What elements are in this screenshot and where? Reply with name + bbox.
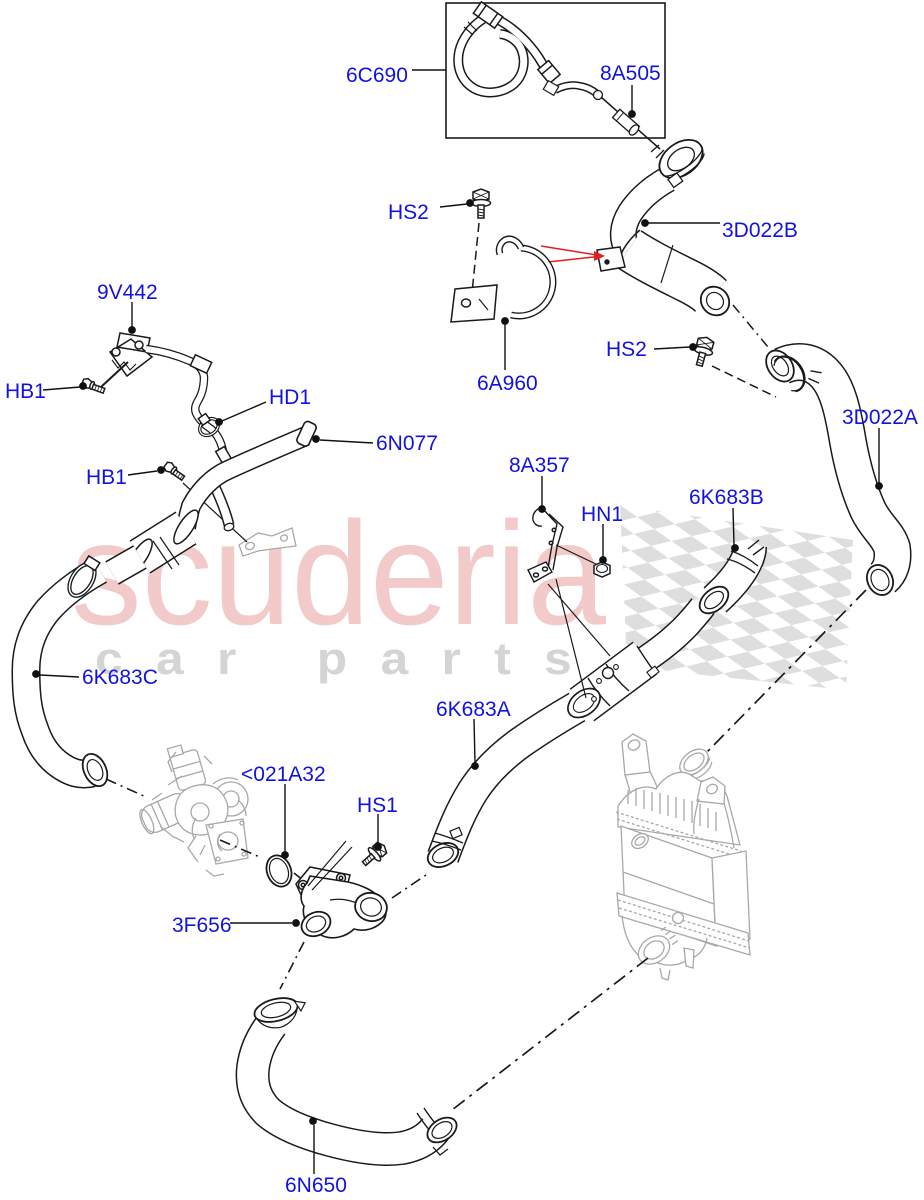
svg-text:6C690: 6C690 (346, 64, 408, 87)
svg-text:3F656: 3F656 (172, 914, 232, 937)
svg-text:6N077: 6N077 (376, 432, 438, 455)
svg-text:<021A32: <021A32 (241, 763, 326, 786)
svg-text:car parts: car parts (95, 633, 605, 684)
svg-text:scuderia: scuderia (71, 492, 606, 656)
svg-text:HN1: HN1 (581, 503, 623, 526)
svg-text:6N650: 6N650 (285, 1174, 347, 1197)
svg-text:3D022B: 3D022B (722, 219, 798, 242)
svg-text:9V442: 9V442 (97, 281, 158, 304)
svg-text:HD1: HD1 (269, 386, 311, 409)
svg-text:HS1: HS1 (357, 794, 398, 817)
svg-text:HB1: HB1 (86, 466, 127, 489)
svg-text:3D022A: 3D022A (842, 406, 918, 429)
svg-text:6A960: 6A960 (477, 372, 538, 395)
svg-text:6K683B: 6K683B (689, 486, 764, 509)
svg-text:6K683A: 6K683A (436, 698, 511, 721)
svg-text:8A505: 8A505 (600, 62, 661, 85)
svg-text:HS2: HS2 (388, 201, 429, 224)
svg-text:8A357: 8A357 (509, 454, 570, 477)
svg-text:HS2: HS2 (606, 338, 647, 361)
svg-text:HB1: HB1 (5, 380, 46, 403)
svg-text:6K683C: 6K683C (82, 666, 158, 689)
